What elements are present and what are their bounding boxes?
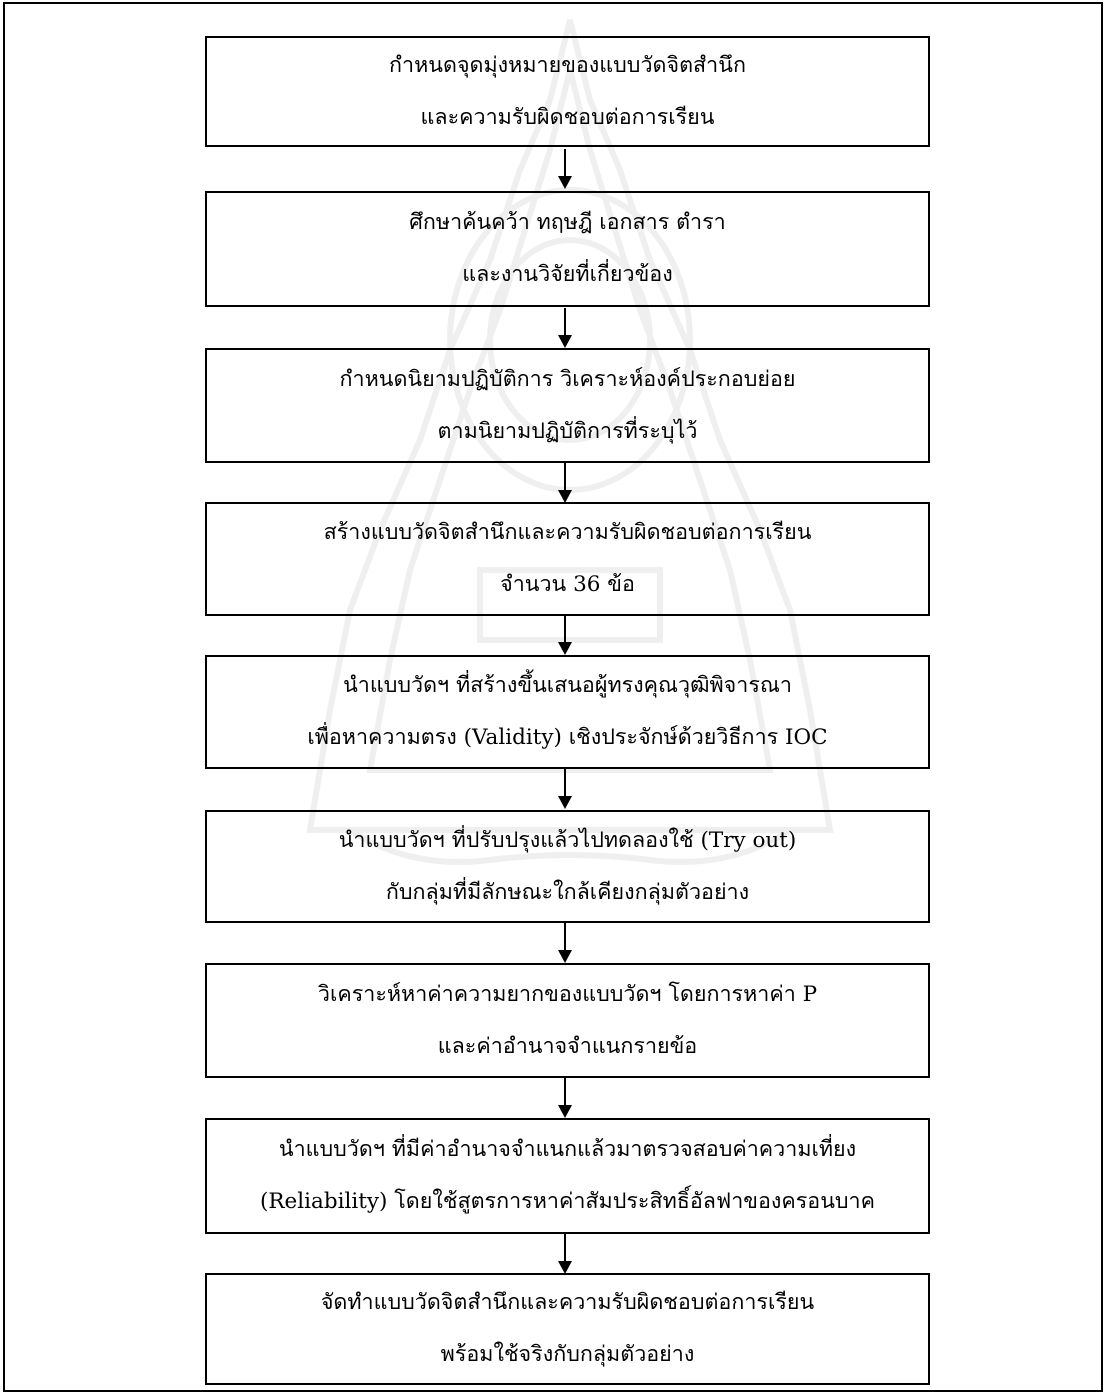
- step-1-line-2: และความรับผิดชอบต่อการเรียน: [420, 104, 715, 130]
- flowchart-step-7: วิเคราะห์หาค่าความยากของแบบวัดฯ โดยการหา…: [205, 963, 930, 1078]
- flowchart-step-4: สร้างแบบวัดจิตสำนึกและความรับผิดชอบต่อกา…: [205, 502, 930, 616]
- step-3-line-2: ตามนิยามปฏิบัติการที่ระบุไว้: [437, 418, 698, 444]
- arrow-down-icon: [558, 1234, 572, 1274]
- arrow-down-icon: [558, 769, 572, 809]
- step-5-line-2: เพื่อหาความตรง (Validity) เชิงประจักษ์ด้…: [307, 725, 828, 750]
- step-8-line-1: นำแบบวัดฯ ที่มีค่าอำนาจจำแนกแล้วมาตรวจสอ…: [278, 1137, 857, 1162]
- step-4-line-1: สร้างแบบวัดจิตสำนึกและความรับผิดชอบต่อกา…: [323, 520, 812, 545]
- flowchart-step-9: จัดทำแบบวัดจิตสำนึกและความรับผิดชอบต่อกา…: [205, 1273, 930, 1385]
- arrow-down-icon: [558, 615, 572, 655]
- step-6-line-2: กับกลุ่มที่มีลักษณะใกล้เคียงกลุ่มตัวอย่า…: [385, 879, 750, 905]
- step-9-line-2: พร้อมใช้จริงกับกลุ่มตัวอย่าง: [440, 1342, 695, 1367]
- arrow-down-icon: [558, 308, 572, 348]
- flowchart-step-5: นำแบบวัดฯ ที่สร้างขึ้นเสนอผู้ทรงคุณวุฒิพ…: [205, 655, 930, 769]
- step-7-line-1: วิเคราะห์หาค่าความยากของแบบวัดฯ โดยการหา…: [317, 981, 818, 1007]
- arrow-down-icon: [558, 149, 572, 189]
- flowchart-step-2: ศึกษาค้นคว้า ทฤษฎี เอกสาร ตำรา และงานวิจ…: [205, 191, 930, 307]
- step-7-line-2: และค่าอำนาจจำแนกรายข้อ: [437, 1033, 698, 1059]
- arrow-down-icon: [558, 923, 572, 963]
- flowchart-step-3: กำหนดนิยามปฏิบัติการ วิเคราะห์องค์ประกอบ…: [205, 348, 930, 463]
- step-8-line-2: (Reliability) โดยใช้สูตรการหาค่าสัมประสิ…: [259, 1189, 876, 1214]
- step-1-line-1: กำหนดจุดมุ่งหมายของแบบวัดจิตสำนึก: [389, 52, 746, 78]
- step-6-line-1: นำแบบวัดฯ ที่ปรับปรุงแล้วไปทดลองใช้ (Try…: [338, 827, 797, 853]
- arrow-down-icon: [558, 1078, 572, 1118]
- flowchart-step-6: นำแบบวัดฯ ที่ปรับปรุงแล้วไปทดลองใช้ (Try…: [205, 810, 930, 923]
- step-2-line-2: และงานวิจัยที่เกี่ยวข้อง: [462, 262, 673, 287]
- step-9-line-1: จัดทำแบบวัดจิตสำนึกและความรับผิดชอบต่อกา…: [320, 1290, 815, 1315]
- step-2-line-1: ศึกษาค้นคว้า ทฤษฎี เอกสาร ตำรา: [409, 210, 726, 235]
- step-5-line-1: นำแบบวัดฯ ที่สร้างขึ้นเสนอผู้ทรงคุณวุฒิพ…: [343, 673, 792, 698]
- page-frame: [3, 2, 1103, 1392]
- flowchart-step-8: นำแบบวัดฯ ที่มีค่าอำนาจจำแนกแล้วมาตรวจสอ…: [205, 1118, 930, 1234]
- step-4-line-2: จำนวน 36 ข้อ: [500, 572, 635, 597]
- arrow-down-icon: [558, 463, 572, 503]
- step-3-line-1: กำหนดนิยามปฏิบัติการ วิเคราะห์องค์ประกอบ…: [339, 366, 796, 392]
- flowchart-step-1: กำหนดจุดมุ่งหมายของแบบวัดจิตสำนึก และควา…: [205, 36, 930, 147]
